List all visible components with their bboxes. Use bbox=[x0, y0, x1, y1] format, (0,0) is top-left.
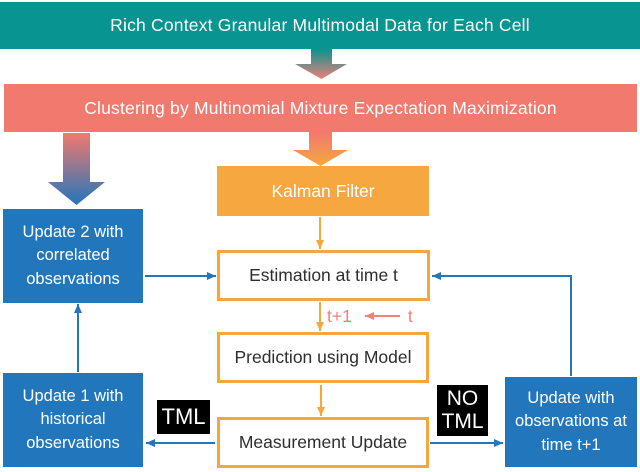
no-tml-badge-line2: TML bbox=[441, 409, 484, 433]
clustering-banner: Clustering by Multinomial Mixture Expect… bbox=[4, 84, 637, 132]
timestep-current-label: t bbox=[407, 305, 413, 326]
no-tml-badge: NO TML bbox=[437, 385, 488, 436]
tml-badge-label: TML bbox=[161, 404, 206, 430]
no-tml-badge-line1: NO bbox=[446, 386, 479, 410]
timestep-next-label: t+1 bbox=[327, 305, 352, 326]
top-banner: Rich Context Granular Multimodal Data fo… bbox=[0, 2, 640, 49]
gradient-arrow-data-to-clustering bbox=[295, 49, 347, 79]
update2-node: Update 2 with correlated observations bbox=[3, 209, 143, 303]
arrow-update-right-to-estimation bbox=[432, 272, 572, 376]
update-right-node: Update with observations at time t+1 bbox=[505, 377, 637, 467]
gradient-arrow-clustering-to-update2 bbox=[48, 133, 105, 205]
gradient-arrow-clustering-to-kalman bbox=[293, 132, 348, 166]
prediction-node: Prediction using Model bbox=[217, 332, 429, 383]
estimation-node: Estimation at time t bbox=[217, 250, 430, 301]
measurement-node: Measurement Update bbox=[217, 417, 429, 468]
timestep-left-arrow-icon bbox=[364, 312, 400, 320]
kalman-filter-node: Kalman Filter bbox=[217, 166, 429, 216]
timestep-annotation: t+1 t bbox=[327, 306, 413, 326]
tml-badge: TML bbox=[157, 400, 210, 434]
update1-node: Update 1 with historical observations bbox=[3, 373, 143, 467]
